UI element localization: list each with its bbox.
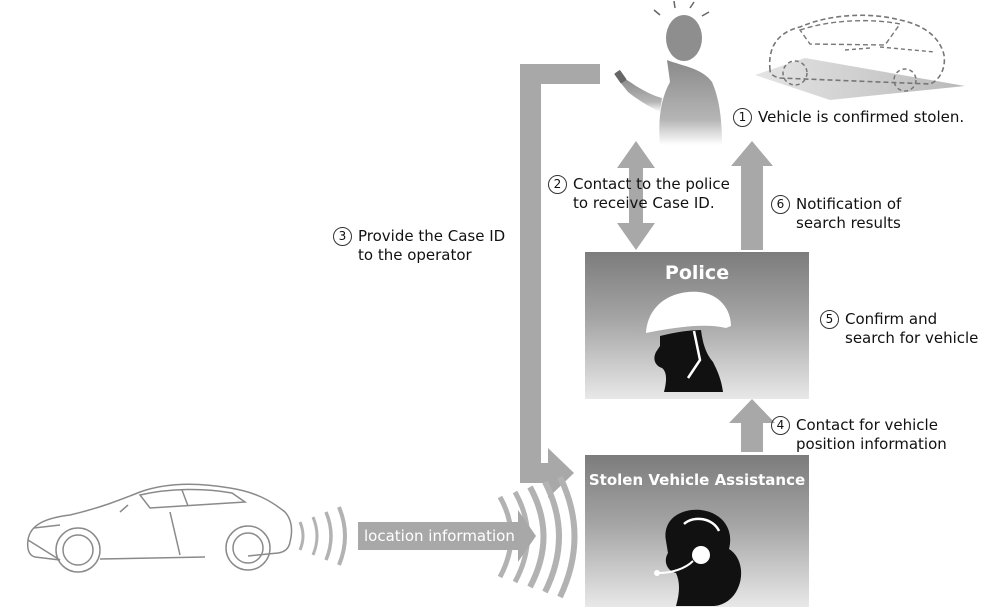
step-2-number: 2 [548,175,567,194]
stolen-vehicle-assistance-box: Stolen Vehicle Assistance [585,455,809,607]
provide-case-id-arrow [520,64,600,498]
step-3-number: 3 [333,227,352,246]
step-3-line2: to the operator [358,246,472,264]
step-5-line2: search for vehicle [845,329,979,347]
stolen-car-illustration [755,14,965,100]
step-4-number: 4 [771,416,790,435]
step-2-line2: to receive Case ID. [573,194,715,212]
step-6-line1: Notification of [796,195,902,213]
step-3-line1: Provide the Case ID [358,227,506,245]
location-info-arrow [358,510,536,562]
owner-person-illustration [614,0,722,145]
step-1-text: 1 Vehicle is confirmed stolen. [733,108,964,127]
contact-police-double-arrow [617,141,655,250]
step-2-line1: Contact to the police [573,175,730,193]
step-4-line1: Contact for vehicle [796,416,938,434]
location-info-label: location information [364,527,515,545]
notification-up-arrow [731,141,773,250]
contact-vehicle-up-arrow [729,399,775,452]
signal-waves [298,475,578,599]
step-1-line1: Vehicle is confirmed stolen. [758,108,965,126]
police-box: Police [585,252,809,399]
step-6-line2: search results [796,214,901,232]
step-1-number: 1 [733,108,752,127]
car-illustration [26,483,293,573]
step-5-line1: Confirm and [845,310,938,328]
step-4-line2: position information [796,435,947,453]
police-box-title: Police [664,262,730,284]
assistance-box-title: Stolen Vehicle Assistance [588,471,806,489]
step-6-number: 6 [771,195,790,214]
step-5-number: 5 [820,310,839,329]
